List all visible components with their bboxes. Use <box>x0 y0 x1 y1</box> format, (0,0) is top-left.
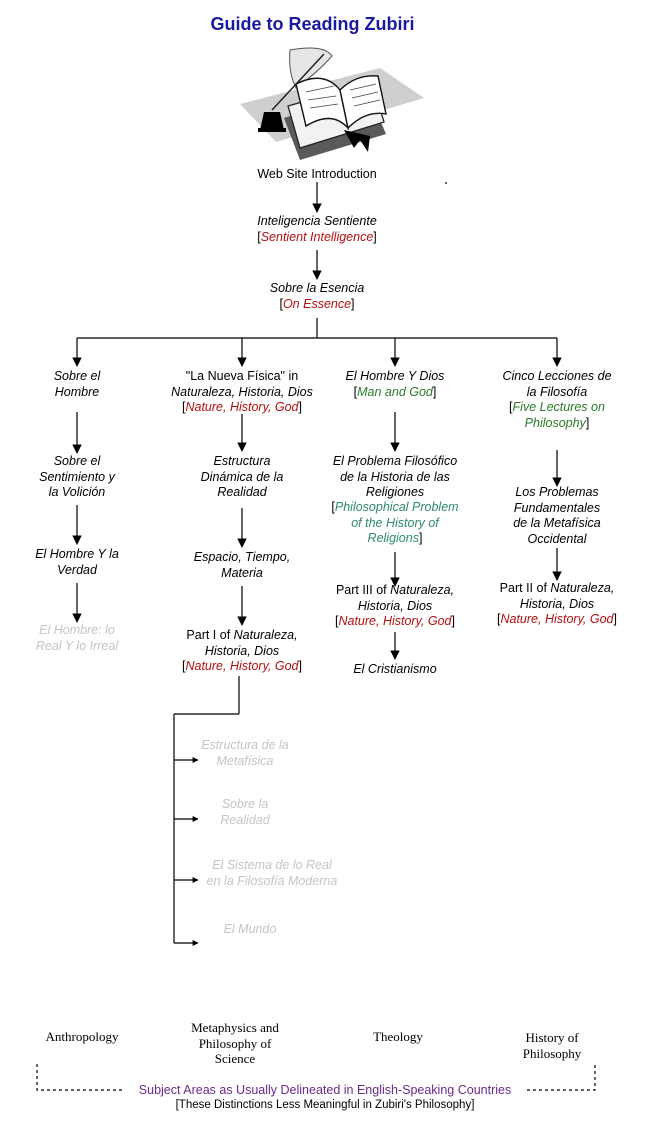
web-site-introduction-link[interactable]: Web Site Introduction <box>257 167 377 181</box>
page-title: Guide to Reading Zubiri <box>210 14 415 34</box>
part-two-title[interactable]: Part II of Naturaleza,Historia, Dios[Nat… <box>497 581 617 626</box>
nature-history-god-link-4[interactable]: Nature, History, God <box>500 612 614 626</box>
hombre-y-dios-title[interactable]: El Hombre Y Dios <box>345 369 445 383</box>
on-essence-link[interactable]: On Essence <box>282 297 352 311</box>
nature-history-god-link-2[interactable]: Nature, History, God <box>185 659 299 673</box>
area-theology: Theology <box>373 1029 423 1044</box>
sentient-intelligence-link[interactable]: Sentient Intelligence <box>260 230 374 244</box>
sobre-la-esencia-title[interactable]: Sobre la Esencia <box>269 281 365 295</box>
subject-areas-note: [These Distinctions Less Meaningful in Z… <box>175 1099 475 1111</box>
part-three-title[interactable]: Part III of Naturaleza,Historia, Dios[Na… <box>335 583 455 628</box>
el-mundo-title: El Mundo <box>223 922 277 936</box>
subject-areas-dashed-bracket <box>36 1064 596 1091</box>
area-anthropology: Anthropology <box>45 1029 119 1044</box>
book-quill-icon <box>240 47 424 160</box>
man-and-god-link[interactable]: Man and God <box>357 385 433 399</box>
espacio-tiempo-materia-title[interactable]: Espacio, Tiempo,Materia <box>193 550 291 580</box>
hombre-y-dios-english: [Man and God] <box>353 385 437 399</box>
nature-history-god-link-3[interactable]: Nature, History, God <box>338 614 452 628</box>
sobre-la-esencia-english: [On Essence] <box>279 297 355 311</box>
part-one-title[interactable]: Part I of Naturaleza,Historia, Dios[Natu… <box>182 628 302 673</box>
inteligencia-sentiente-title[interactable]: Inteligencia Sentiente <box>257 214 377 228</box>
nature-history-god-link-1[interactable]: Nature, History, God <box>185 400 299 414</box>
inteligencia-sentiente-english: [Sentient Intelligence] <box>257 230 377 244</box>
subject-areas-caption: Subject Areas as Usually Delineated in E… <box>138 1083 512 1097</box>
cristianismo-title[interactable]: El Cristianismo <box>353 662 437 676</box>
